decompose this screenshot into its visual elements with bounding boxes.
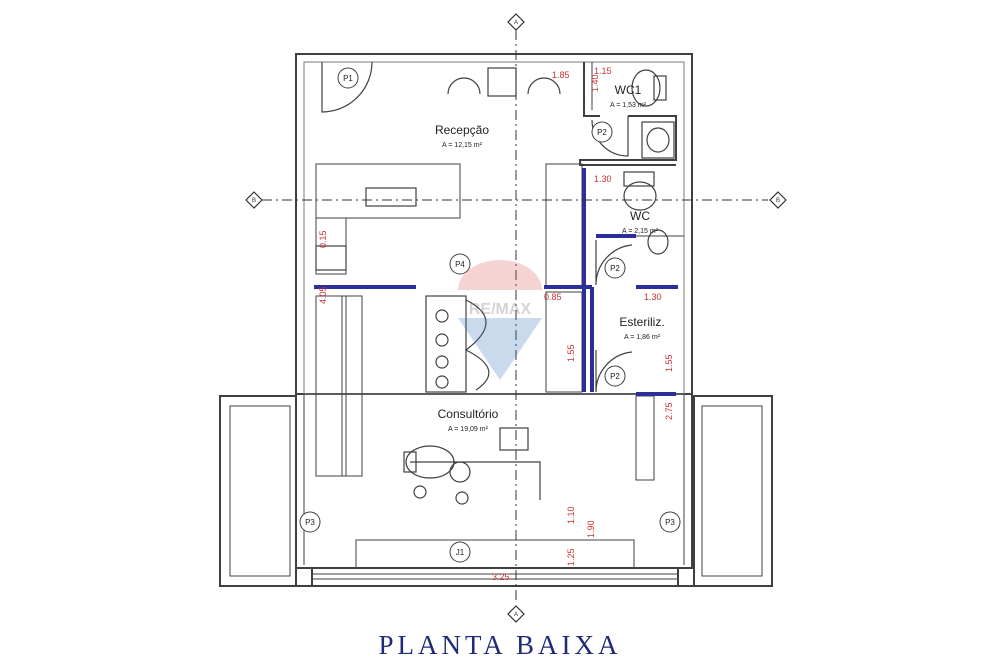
dimension-label: 1.25 <box>566 548 576 566</box>
room-name: WC <box>630 209 650 223</box>
door-marker-label: P4 <box>455 260 465 269</box>
door-marker-label: P2 <box>597 128 607 137</box>
door-marker: P2 <box>604 365 626 387</box>
door-marker: P1 <box>337 67 359 89</box>
dimension-label: 1.15 <box>594 66 612 76</box>
axis-lines <box>262 30 768 600</box>
door-marker: P2 <box>604 257 626 279</box>
dimension-label: 3.25 <box>492 572 510 582</box>
dimension-label: 1.10 <box>566 506 576 524</box>
door-marker-label: P3 <box>665 518 675 527</box>
door-marker-circle <box>604 257 626 279</box>
room-name: Recepção <box>435 123 489 137</box>
dimension-label: 1.55 <box>566 344 576 362</box>
door-marker-circle <box>337 67 359 89</box>
door-marker-circle <box>299 511 321 533</box>
dimension-label: 1.90 <box>586 520 596 538</box>
door-marker-label: P2 <box>610 264 620 273</box>
room-name: WC1 <box>615 83 642 97</box>
dimension-label: 1.40 <box>590 74 600 92</box>
room-area: A = 2,15 m² <box>622 228 659 235</box>
inner-walls <box>315 62 684 569</box>
axis-markers <box>245 13 787 623</box>
axis-label: A <box>514 20 518 26</box>
room-area: A = 1,86 m² <box>624 334 661 341</box>
page-title: PLANTA BAIXA <box>378 630 622 660</box>
door-marker-circle <box>604 365 626 387</box>
room-name: Consultório <box>438 407 499 421</box>
dimension-label: 1.30 <box>644 292 662 302</box>
door-marker-label: P3 <box>305 518 315 527</box>
fixtures <box>315 67 675 505</box>
axis-label: B <box>776 198 780 204</box>
door-marker-circle <box>449 541 471 563</box>
blue-walls <box>314 168 678 396</box>
dimension-label: 1.85 <box>552 70 570 80</box>
door-marker: P4 <box>449 253 471 275</box>
dimension-labels: 1.151.40 1.85 1.30 0.15 4.05 0.85 1.30 1.55 1.55… <box>318 66 674 582</box>
dimension-label: 1.30 <box>594 174 612 184</box>
watermark-text: RE/MAX <box>469 301 532 318</box>
door-marker: P3 <box>659 511 681 533</box>
dimension-label: 0.15 <box>318 230 328 248</box>
room-labels: Recepção A = 12,15 m² WC1 A = 1,53 m² WC A = … <box>435 83 665 433</box>
door-marker-label: J1 <box>456 548 465 557</box>
room-area: A = 19,09 m² <box>448 426 489 433</box>
door-marker-label: P1 <box>343 74 353 83</box>
door-marker: J1 <box>449 541 471 563</box>
dimension-label: 2.75 <box>664 402 674 420</box>
room-area: A = 12,15 m² <box>442 142 483 149</box>
door-marker-circle <box>591 121 613 143</box>
room-area: A = 1,53 m² <box>610 102 647 109</box>
dimension-label: 0.85 <box>544 292 562 302</box>
axis-label: A <box>514 612 518 618</box>
room-name: Esteriliz. <box>619 315 664 329</box>
dimension-label: 1.55 <box>664 354 674 372</box>
watermark-logo: RE/MAX <box>458 260 542 380</box>
dimension-label: 4.05 <box>318 286 328 304</box>
door-marker-circle <box>449 253 471 275</box>
door-marker: P3 <box>299 511 321 533</box>
door-marker-label: P2 <box>610 372 620 381</box>
axis-label: B <box>252 198 256 204</box>
door-marker: P2 <box>591 121 613 143</box>
door-marker-circle <box>659 511 681 533</box>
